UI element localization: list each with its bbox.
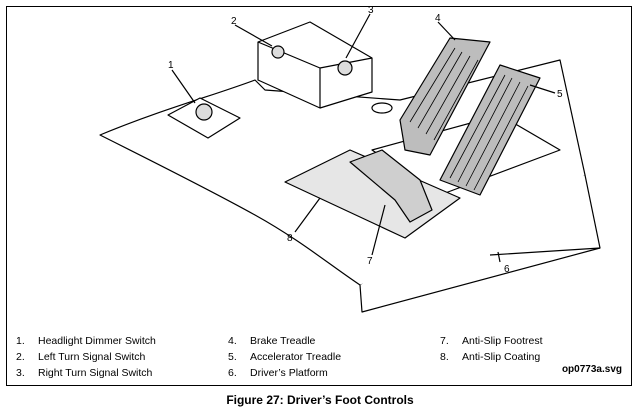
callout-3: 3	[368, 5, 374, 16]
figure-frame	[6, 6, 632, 386]
file-reference: op0773a.svg	[561, 364, 622, 375]
legend-item: 5.Accelerator Treadle	[228, 351, 342, 363]
legend-item: 8.Anti-Slip Coating	[440, 351, 541, 363]
platform-edge	[359, 174, 601, 313]
legend-col-3: 7.Anti-Slip Footrest 8.Anti-Slip Coating	[440, 333, 543, 365]
legend-item: 1.Headlight Dimmer Switch	[16, 335, 156, 347]
dimmer-switch-knob	[195, 103, 213, 121]
legend-col-1: 1.Headlight Dimmer Switch 2.Left Turn Si…	[16, 333, 156, 381]
legend-item: 4.Brake Treadle	[228, 335, 316, 347]
callout-7: 7	[367, 256, 373, 267]
switch-box	[257, 21, 373, 109]
callout-4: 4	[435, 13, 441, 24]
right-turn-switch-knob	[337, 60, 353, 76]
figure-caption: Figure 27: Driver’s Foot Controls	[226, 393, 414, 407]
anti-slip-footrest	[349, 149, 433, 223]
legend-item: 7.Anti-Slip Footrest	[440, 335, 543, 347]
callout-5: 5	[557, 89, 563, 100]
callout-8: 8	[287, 233, 293, 244]
callout-1: 1	[168, 60, 174, 71]
legend-item: 3.Right Turn Signal Switch	[16, 367, 153, 379]
legend-col-2: 4.Brake Treadle 5.Accelerator Treadle 6.…	[228, 333, 341, 381]
legend-item: 6.Driver’s Platform	[228, 367, 328, 379]
foot-controls-illustration: 1 2 3 4 5 6 7 8	[99, 5, 601, 313]
accelerator-treadle	[439, 64, 541, 196]
brake-treadle	[399, 37, 491, 156]
left-turn-switch-knob	[271, 45, 285, 59]
legend-item: 2.Left Turn Signal Switch	[16, 351, 146, 363]
callout-6: 6	[504, 264, 510, 275]
callout-2: 2	[231, 16, 237, 27]
